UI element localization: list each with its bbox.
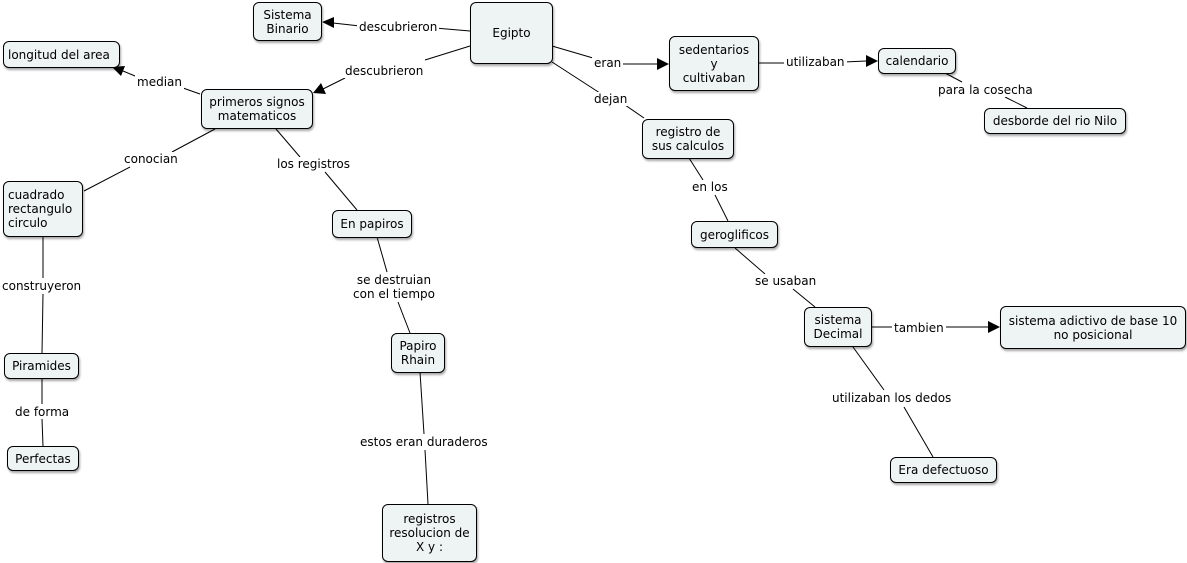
link-label-tambien: tambien — [892, 321, 946, 335]
link-label-estos-eran-duraderos: estos eran duraderos — [358, 435, 490, 449]
node-piramides[interactable]: Piramides — [4, 353, 79, 379]
arrowhead — [322, 17, 334, 28]
link-label-eran: eran — [592, 56, 624, 70]
node-egipto[interactable]: Egipto — [470, 2, 553, 64]
link-label-descubrieron-binario: descubrieron — [357, 20, 440, 34]
link-label-descubrieron-signos: descubrieron — [343, 64, 426, 78]
node-longitud-area[interactable]: longitud del area — [3, 41, 120, 68]
arrowhead — [112, 66, 125, 76]
link-label-se-destruian: se destruian con el tiempo — [351, 273, 437, 301]
link-label-construyeron: construyeron — [0, 279, 84, 293]
node-sedentarios[interactable]: sedentarios y cultivaban — [669, 36, 759, 91]
link-label-para-la-cosecha: para la cosecha — [936, 83, 1035, 97]
node-geroglificos[interactable]: geroglificos — [691, 221, 778, 248]
node-registros-resolucion[interactable]: registros resolucion de X y : — [382, 504, 477, 562]
link-label-de-forma: de forma — [13, 405, 72, 419]
node-cuadrado-rectangulo-circulo[interactable]: cuadrado rectangulo circulo — [3, 181, 83, 237]
link-label-conocian: conocian — [122, 152, 180, 166]
node-era-defectuoso[interactable]: Era defectuoso — [890, 457, 997, 483]
node-sistema-aditivo[interactable]: sistema adictivo de base 10 no posiciona… — [1000, 306, 1186, 349]
node-perfectas[interactable]: Perfectas — [7, 446, 79, 471]
node-registro-calculos[interactable]: registro de sus calculos — [642, 119, 734, 159]
arrowhead — [866, 55, 878, 67]
link-label-utilizaban: utilizaban — [784, 55, 847, 69]
node-papiro-rhain[interactable]: Papiro Rhain — [391, 333, 445, 373]
link-label-median: median — [135, 75, 184, 89]
node-sistema-decimal[interactable]: sistema Decimal — [804, 307, 872, 347]
link-label-los-registros: los registros — [275, 157, 352, 171]
arrowhead — [657, 58, 669, 70]
link-label-en-los: en los — [690, 180, 730, 194]
node-en-papiros[interactable]: En papiros — [332, 210, 412, 238]
node-calendario[interactable]: calendario — [878, 48, 956, 74]
node-sistema-binario[interactable]: Sistema Binario — [253, 2, 322, 41]
link-label-dejan: dejan — [592, 92, 630, 106]
arrowhead — [988, 321, 1000, 333]
link-label-se-usaban: se usaban — [753, 274, 819, 288]
arrowhead — [313, 83, 326, 94]
link-label-utilizaban-los-dedos: utilizaban los dedos — [830, 391, 954, 405]
node-desborde-nilo[interactable]: desborde del rio Nilo — [984, 108, 1126, 134]
node-primeros-signos[interactable]: primeros signos matematicos — [201, 89, 313, 129]
